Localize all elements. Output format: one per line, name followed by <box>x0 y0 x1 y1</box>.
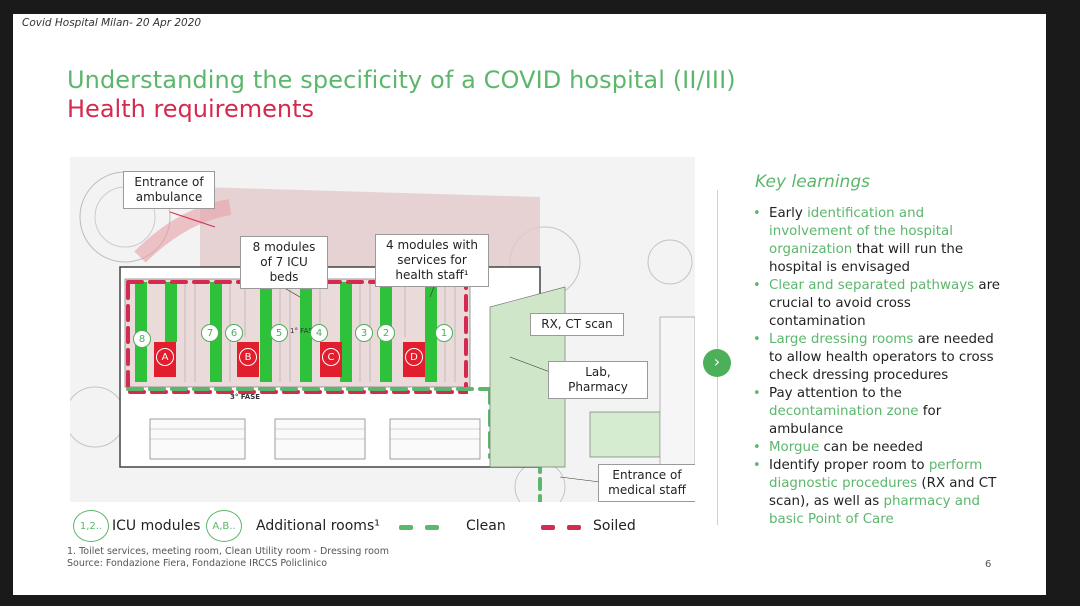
phase-3-label: 3° FASE <box>230 393 261 401</box>
icu-module-3: 3 <box>355 324 373 342</box>
legend: 1,2.. ICU modules A,B.. Additional rooms… <box>73 510 673 546</box>
legend-rooms-symbol: A,B.. <box>206 510 242 542</box>
callout-ambulance-entrance: Entrance of ambulance <box>123 171 215 209</box>
room-b: B <box>239 348 257 366</box>
icu-module-7: 7 <box>201 324 219 342</box>
slide-title: Understanding the specificity of a COVID… <box>67 66 736 94</box>
slide-subtitle: Health requirements <box>67 95 315 123</box>
key-learnings-list: Early identification and involvement of … <box>753 205 1003 529</box>
callout-staff-services: 4 modules with services for health staff… <box>375 234 489 287</box>
room-d: D <box>405 348 423 366</box>
icu-module-2: 2 <box>377 324 395 342</box>
list-item: Pay attention to the decontamination zon… <box>753 385 1003 439</box>
roundabout-left <box>70 386 126 448</box>
icu-module-5: 5 <box>270 324 288 342</box>
list-item: Clear and separated pathways are crucial… <box>753 277 1003 331</box>
legend-clean-label: Clean <box>466 518 506 534</box>
page-number: 6 <box>985 559 992 570</box>
footnotes: 1. Toilet services, meeting room, Clean … <box>67 546 389 570</box>
floor-plan: Entrance of ambulance 8 modules of 7 ICU… <box>70 157 695 502</box>
legend-soiled-dash-2 <box>567 525 581 530</box>
list-item: Morgue can be needed <box>753 439 1003 457</box>
slide: Covid Hospital Milan- 20 Apr 2020 Unders… <box>13 14 1046 595</box>
legend-soiled-label: Soiled <box>593 518 636 534</box>
callout-medical-entrance: Entrance of medical staff <box>598 464 695 502</box>
key-learnings-title: Key learnings <box>755 172 870 192</box>
icu-module-1: 1 <box>435 324 453 342</box>
callout-lab-pharmacy: Lab, Pharmacy <box>548 361 648 399</box>
legend-soiled-dash <box>541 525 555 530</box>
icu-module-4: 4 <box>310 324 328 342</box>
header-note: Covid Hospital Milan- 20 Apr 2020 <box>22 17 202 29</box>
icu-module-6: 6 <box>225 324 243 342</box>
next-arrow-button[interactable]: › <box>703 349 731 377</box>
list-item: Large dressing rooms are needed to allow… <box>753 331 1003 385</box>
list-item: Early identification and involvement of … <box>753 205 1003 277</box>
callout-icu-modules: 8 modules of 7 ICU beds <box>240 236 328 289</box>
legend-clean-dash <box>399 525 413 530</box>
chevron-right-icon: › <box>713 352 721 371</box>
legend-icu-label: ICU modules <box>112 518 201 534</box>
phase-1-label: 1° FASE <box>290 327 318 335</box>
footnote-1: 1. Toilet services, meeting room, Clean … <box>67 546 389 557</box>
room-c: C <box>322 348 340 366</box>
footnote-source: Source: Fondazione Fiera, Fondazione IRC… <box>67 558 328 569</box>
icu-module-8: 8 <box>133 330 151 348</box>
list-item: Identify proper room to perform diagnost… <box>753 457 1003 529</box>
room-a: A <box>156 348 174 366</box>
callout-rx-ct: RX, CT scan <box>530 313 624 336</box>
legend-clean-dash-2 <box>425 525 439 530</box>
legend-rooms-label: Additional rooms¹ <box>256 518 380 534</box>
legend-icu-symbol: 1,2.. <box>73 510 109 542</box>
